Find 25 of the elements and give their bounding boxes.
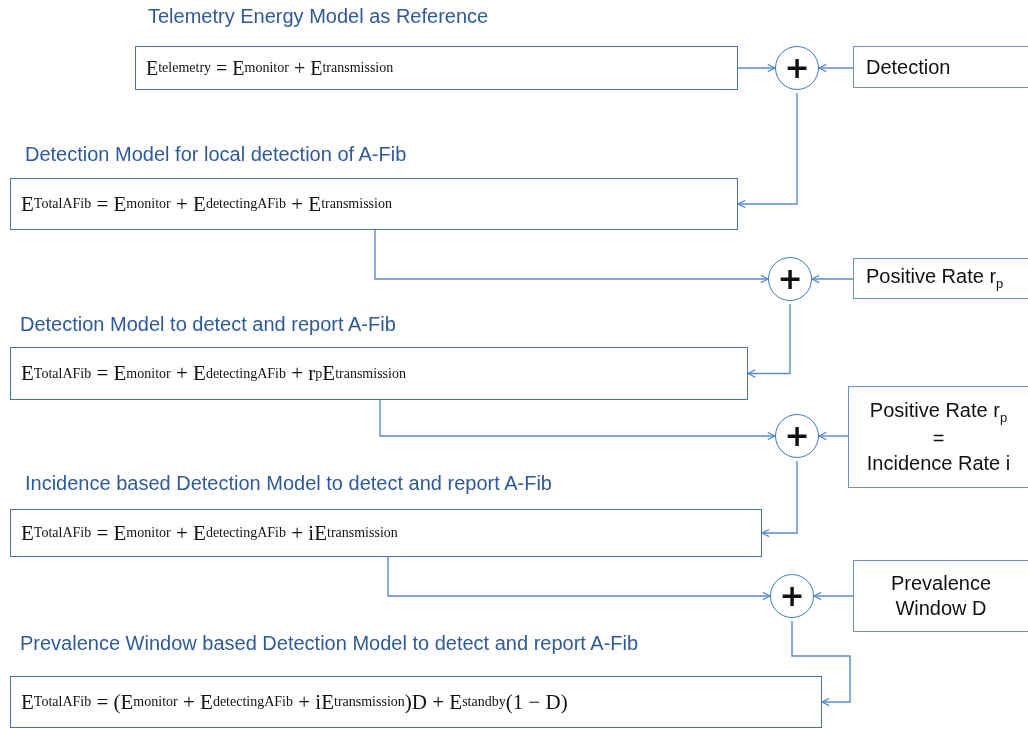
input-box: Positive Rate r$_{p}$ = Incidence Rate i (848, 386, 1028, 488)
model-heading: Prevalence Window based Detection Model to detect and report A-Fib (20, 632, 639, 655)
input-box: Prevalence Window D (853, 560, 1028, 632)
sum-circle: + (775, 46, 819, 90)
arrow (387, 556, 771, 601)
model-heading: Telemetry Energy Model as Reference (148, 5, 489, 28)
arrow (374, 229, 769, 284)
arrow (737, 63, 776, 73)
sum-circle: + (775, 414, 819, 458)
model-heading: Detection Model for local detection of A-Fib (25, 143, 407, 166)
sum-circle: + (768, 257, 812, 301)
input-box: Positive Rate r$_{p}$ (853, 258, 1028, 299)
model-heading: Incidence based Detection Model to detect and report A-Fib (25, 472, 552, 495)
arrow (737, 92, 798, 209)
input-box: Detection (853, 46, 1028, 88)
arrow (791, 620, 851, 707)
arrow (813, 591, 854, 601)
arrow (818, 431, 849, 441)
sum-circle: + (770, 574, 814, 618)
arrow (761, 460, 798, 538)
arrow (818, 63, 854, 73)
arrow (379, 399, 776, 441)
arrow (811, 274, 854, 284)
model-heading: Detection Model to detect and report A-Fib (20, 313, 396, 336)
arrow (747, 303, 791, 378)
